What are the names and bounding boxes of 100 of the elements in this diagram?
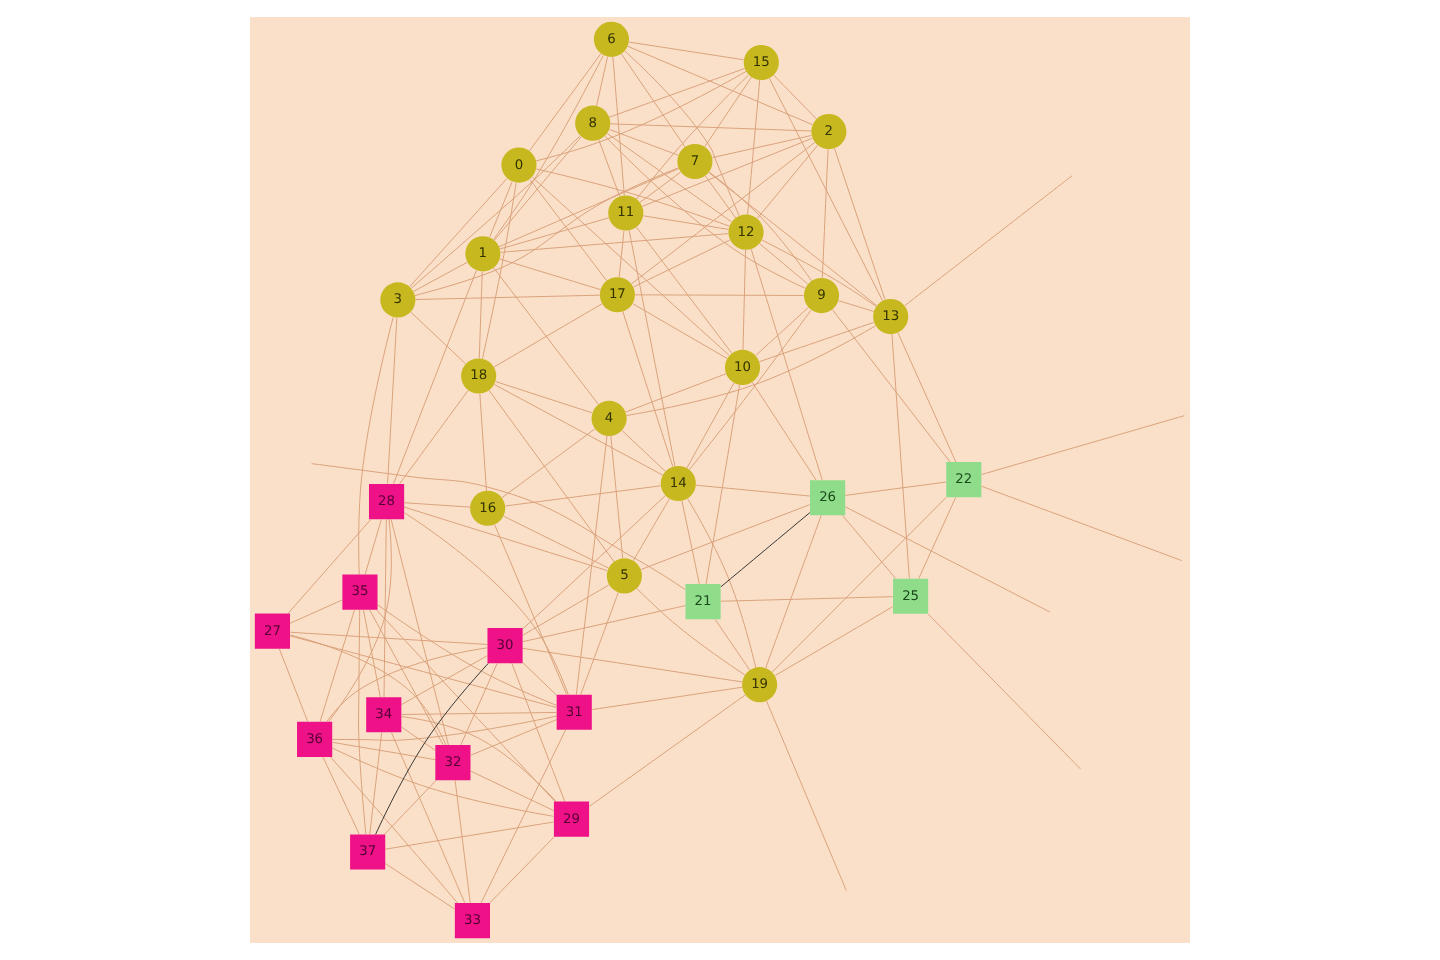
connector (636, 226, 733, 354)
connector (535, 70, 747, 162)
connector (773, 74, 818, 120)
connector (383, 518, 387, 698)
connector (589, 694, 746, 807)
connector (489, 836, 555, 904)
connector (403, 506, 608, 572)
connector (636, 74, 749, 200)
connector (470, 719, 557, 756)
connector (624, 50, 740, 217)
connector (704, 76, 752, 148)
connector (289, 634, 447, 746)
connector (401, 726, 436, 751)
connector (751, 381, 817, 481)
connector (897, 332, 957, 463)
connector (705, 384, 741, 585)
connector (504, 485, 662, 507)
connector (410, 311, 466, 365)
connector (322, 756, 360, 835)
connector (618, 230, 625, 278)
connector (695, 484, 811, 497)
connector (755, 306, 809, 356)
connector (412, 261, 468, 292)
connector (610, 435, 624, 559)
connector (686, 382, 735, 469)
connector (634, 294, 805, 296)
connector (399, 389, 469, 485)
connector (376, 609, 556, 802)
connector (480, 729, 567, 904)
connector (821, 149, 829, 279)
connector (596, 56, 609, 107)
connector (625, 373, 727, 413)
connector (622, 311, 674, 467)
connector (608, 68, 745, 118)
connector (761, 239, 877, 307)
connector (621, 53, 686, 148)
connector (493, 384, 664, 476)
connector (765, 514, 822, 669)
connector (704, 175, 737, 219)
connector (369, 732, 383, 835)
connector (493, 303, 603, 368)
connector (522, 647, 743, 683)
connector (580, 592, 619, 695)
connector (522, 605, 686, 643)
connector (641, 137, 813, 207)
connector (494, 524, 567, 695)
connector (750, 248, 823, 481)
connector (503, 515, 610, 569)
connector (927, 613, 1082, 770)
connector (479, 393, 487, 492)
connector (493, 267, 599, 405)
connector (377, 604, 557, 706)
connector (289, 635, 557, 708)
connector (632, 303, 728, 359)
connector (410, 135, 581, 289)
connector (278, 648, 309, 722)
connector (409, 178, 508, 288)
connector (404, 512, 569, 695)
connector (328, 518, 392, 723)
connector (720, 596, 894, 602)
connector (488, 389, 615, 563)
connector (832, 309, 951, 463)
connector (838, 300, 875, 312)
connector (628, 41, 745, 61)
connector (891, 334, 910, 579)
connector (499, 258, 601, 291)
connector (289, 599, 343, 624)
connector (499, 217, 610, 250)
connector (330, 756, 458, 904)
connector (401, 655, 488, 705)
connector (591, 686, 743, 711)
connector (493, 54, 604, 240)
connector (401, 716, 557, 802)
connector (489, 181, 513, 238)
connector (626, 325, 876, 416)
connector (522, 662, 557, 696)
connector (774, 606, 894, 676)
connector (393, 269, 477, 485)
connector (401, 712, 557, 715)
connector (598, 139, 621, 197)
connector (511, 662, 566, 802)
connector (833, 147, 886, 300)
connector (289, 631, 488, 645)
connector (287, 519, 372, 614)
connector (632, 498, 670, 562)
connector (482, 182, 517, 360)
connector (681, 500, 700, 585)
connector (687, 498, 757, 668)
connector (758, 321, 875, 363)
connector (358, 316, 394, 575)
connector (319, 609, 355, 723)
connector (643, 215, 730, 230)
connector (528, 53, 602, 152)
connector (522, 495, 666, 630)
connector (493, 136, 582, 241)
connector (495, 381, 593, 414)
connector (756, 145, 818, 219)
connector (604, 135, 806, 289)
connector (478, 271, 483, 359)
connector (363, 609, 381, 698)
